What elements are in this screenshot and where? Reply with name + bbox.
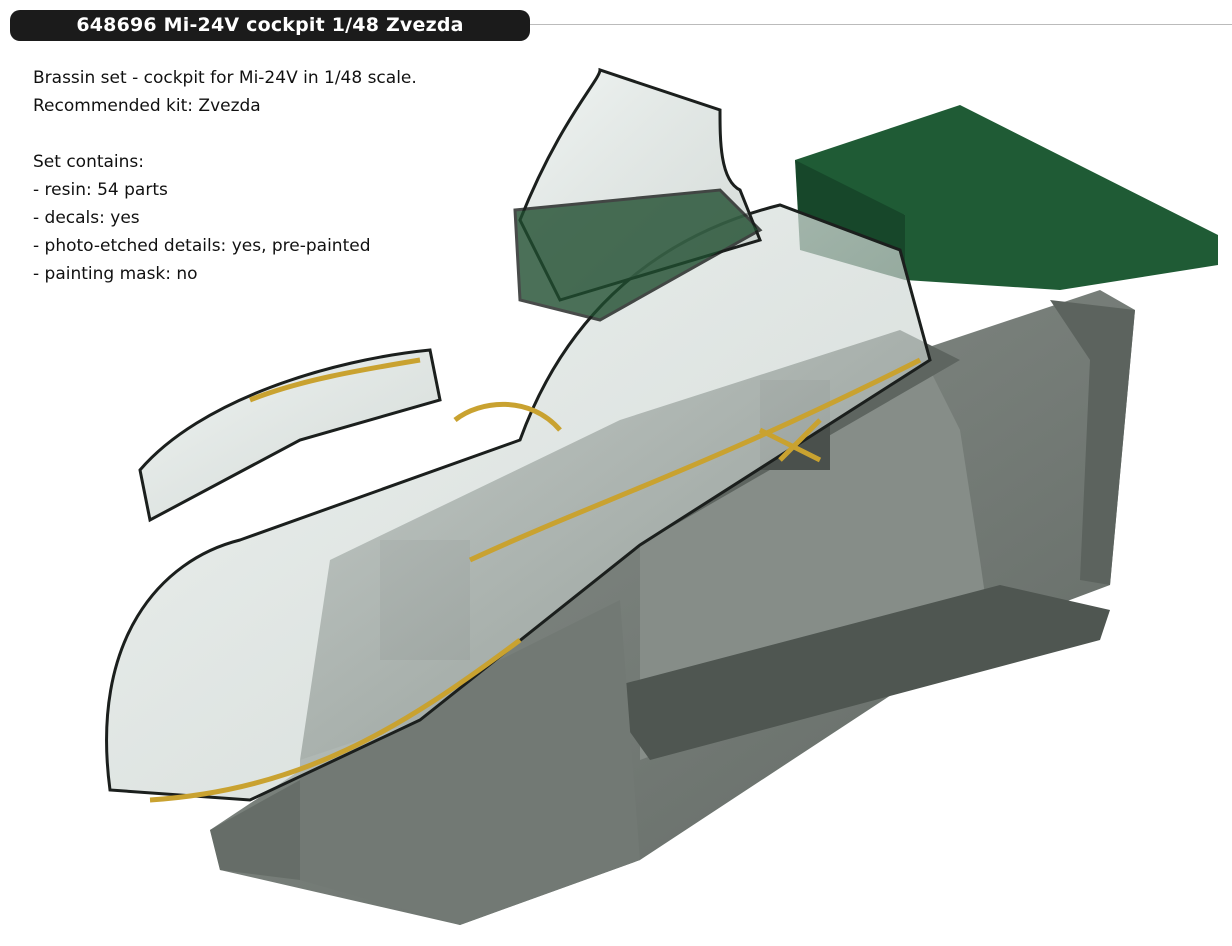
product-title: 648696 Mi-24V cockpit 1/48 Zvezda bbox=[76, 14, 464, 36]
contents-item: - decals: yes bbox=[33, 208, 140, 228]
contents-heading: Set contains: bbox=[33, 152, 145, 172]
resin-tub bbox=[210, 290, 1135, 925]
recommended-kit: Recommended kit: Zvezda bbox=[33, 96, 261, 116]
title-divider bbox=[530, 24, 1232, 25]
canopy-glass bbox=[105, 67, 932, 802]
contents-item: - photo-etched details: yes, pre-painted bbox=[33, 236, 371, 256]
product-description: Brassin set - cockpit for Mi-24V in 1/48… bbox=[33, 64, 417, 288]
photo-etched-brass bbox=[149, 357, 922, 803]
contents-item: - resin: 54 parts bbox=[33, 180, 168, 200]
description-line: Brassin set - cockpit for Mi-24V in 1/48… bbox=[33, 68, 417, 88]
contents-item: - painting mask: no bbox=[33, 264, 198, 284]
product-title-bar: 648696 Mi-24V cockpit 1/48 Zvezda bbox=[10, 10, 530, 41]
